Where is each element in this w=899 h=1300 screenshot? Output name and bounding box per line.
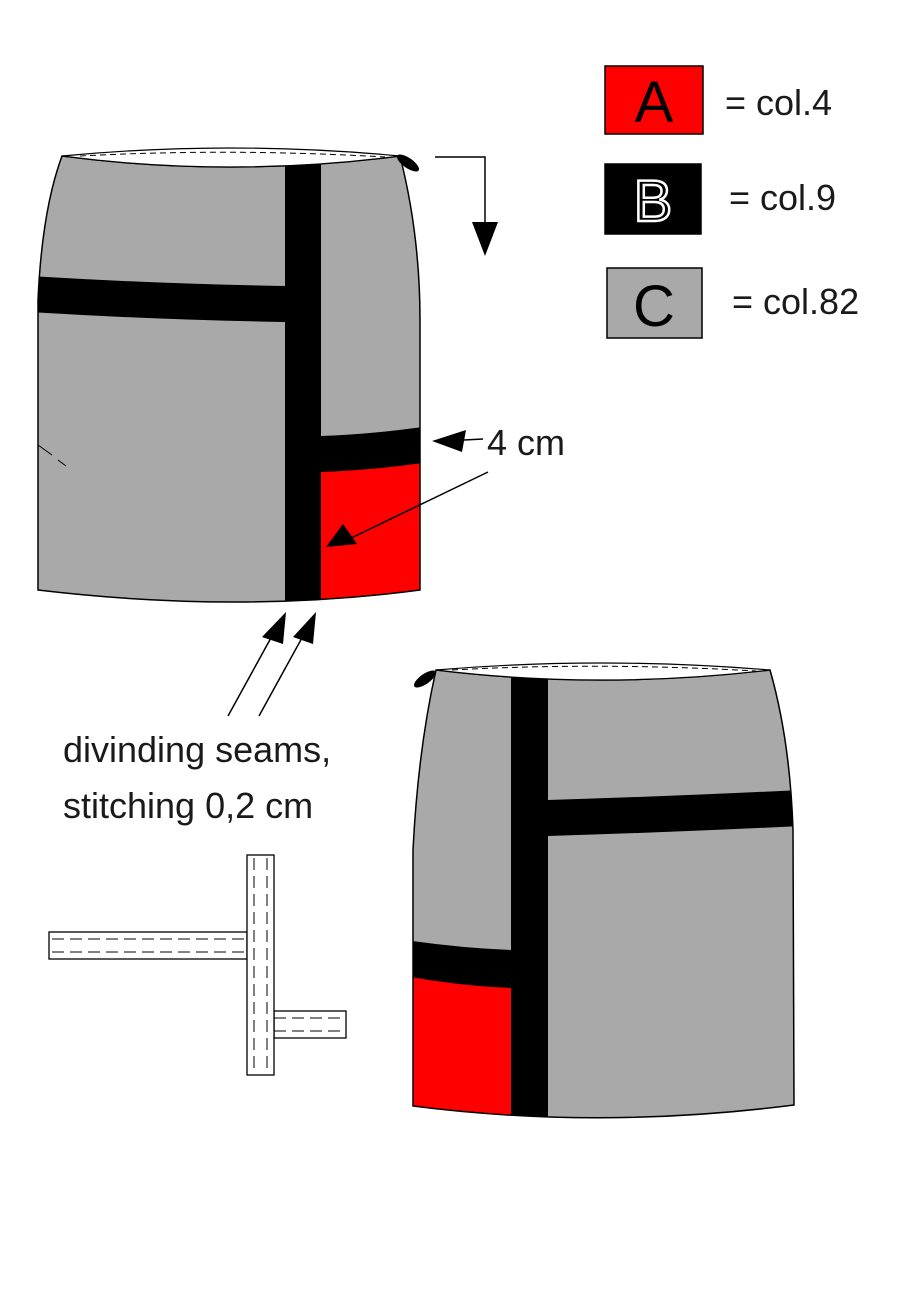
front-red-panel bbox=[320, 460, 420, 602]
front-zipper-tab bbox=[396, 154, 420, 172]
seam-arrow-icon bbox=[293, 612, 316, 644]
back-waistband-stitching bbox=[451, 665, 757, 672]
skirt-back-view bbox=[412, 662, 795, 1119]
front-horizontal-stripe-top bbox=[38, 276, 285, 322]
legend-letter-c: C bbox=[633, 274, 675, 339]
legend-letter-b: B bbox=[634, 169, 673, 234]
back-horizontal-stripe-top bbox=[548, 790, 794, 836]
detail-horizontal-strip-left bbox=[48, 931, 248, 960]
skirt-front-view bbox=[37, 147, 421, 603]
legend-item-b: B = col.9 bbox=[604, 163, 836, 235]
seam-arrow-icon bbox=[262, 612, 286, 644]
back-zipper-tab bbox=[413, 670, 437, 688]
legend-item-c: C = col.82 bbox=[606, 267, 859, 339]
turn-over-arrow bbox=[435, 156, 498, 256]
arrow-down-icon bbox=[472, 222, 498, 256]
detail-vertical-strip bbox=[246, 854, 275, 1076]
legend-item-a: A = col.4 bbox=[604, 65, 832, 135]
seams-arrows bbox=[227, 612, 316, 717]
legend-label-a: = col.4 bbox=[725, 82, 832, 123]
stripe-width-label: 4 cm bbox=[487, 422, 565, 463]
arrow-to-red-panel-icon bbox=[326, 524, 357, 547]
legend-swatch-b bbox=[604, 163, 702, 235]
legend-label-b: = col.9 bbox=[729, 177, 836, 218]
legend-swatch-a bbox=[604, 65, 704, 135]
front-waistband-stitching bbox=[79, 151, 386, 158]
stitching-detail bbox=[48, 854, 347, 1076]
front-horizontal-stripe-lower bbox=[321, 426, 420, 472]
back-horizontal-stripe-lower bbox=[413, 940, 511, 988]
back-waistband bbox=[435, 662, 771, 681]
back-vertical-stripe bbox=[511, 670, 548, 1118]
stripe-width-annotation: 4 cm bbox=[326, 422, 565, 547]
back-red-panel bbox=[413, 975, 513, 1118]
front-vertical-stripe bbox=[285, 156, 321, 602]
arrow-left-icon bbox=[432, 430, 466, 452]
legend-letter-a: A bbox=[635, 70, 674, 135]
legend-swatch-c bbox=[606, 267, 703, 339]
color-legend: A = col.4 B = col.9 C = col.82 bbox=[604, 65, 859, 339]
legend-label-c: = col.82 bbox=[732, 281, 859, 322]
seams-label-line2: stitching 0,2 cm bbox=[63, 785, 313, 826]
detail-horizontal-strip-right bbox=[273, 1010, 347, 1039]
front-dart-mark bbox=[37, 444, 67, 467]
seams-label-line1: divinding seams, bbox=[63, 729, 331, 770]
